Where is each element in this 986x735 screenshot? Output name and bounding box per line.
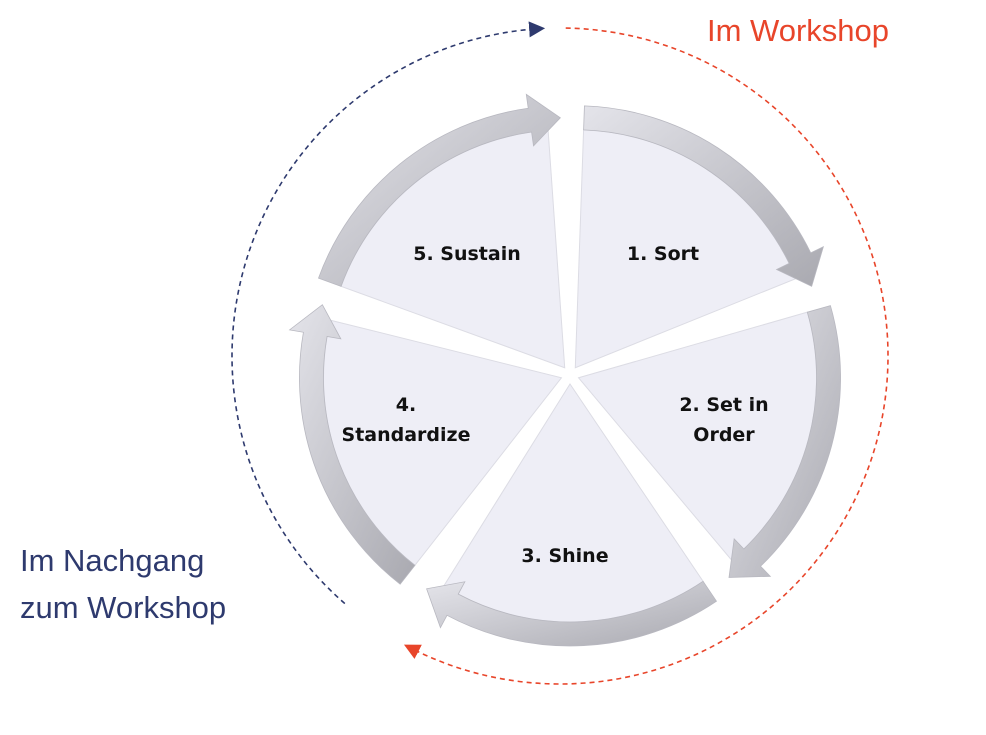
curved-arrow-icon	[728, 305, 841, 578]
wedge-sort	[574, 105, 824, 369]
followup-dashed-arc	[231, 21, 546, 605]
step-5-label: 5. Sustain	[413, 243, 521, 265]
wedge-set-in-order	[577, 305, 841, 578]
step-2-label: 2. Set in Order	[679, 394, 768, 446]
wedge-shine	[426, 383, 718, 647]
svg-text:5. Sustain: 5. Sustain	[413, 243, 521, 265]
svg-text:4.: 4.	[396, 394, 416, 416]
svg-text:Standardize: Standardize	[342, 424, 471, 446]
curved-arrow-icon	[583, 105, 824, 287]
workshop-dashed-arc	[403, 27, 889, 685]
curved-arrow-icon	[426, 580, 718, 647]
svg-text:1. Sort: 1. Sort	[627, 243, 699, 265]
wedge-sustain	[317, 93, 566, 369]
curved-arrow-icon	[317, 93, 561, 287]
followup-title-line2: zum Workshop	[20, 590, 227, 625]
curved-arrow-icon	[288, 304, 416, 585]
step-4-label: 4. Standardize	[342, 394, 471, 446]
svg-text:2. Set in: 2. Set in	[679, 394, 768, 416]
step-3-label: 3. Shine	[521, 545, 608, 567]
followup-title-line1: Im Nachgang	[20, 543, 205, 578]
step-1-label: 1. Sort	[627, 243, 699, 265]
wedge-standardize	[288, 304, 563, 585]
workshop-title: Im Workshop	[707, 13, 890, 48]
svg-text:Order: Order	[693, 424, 755, 446]
svg-text:3. Shine: 3. Shine	[521, 545, 608, 567]
